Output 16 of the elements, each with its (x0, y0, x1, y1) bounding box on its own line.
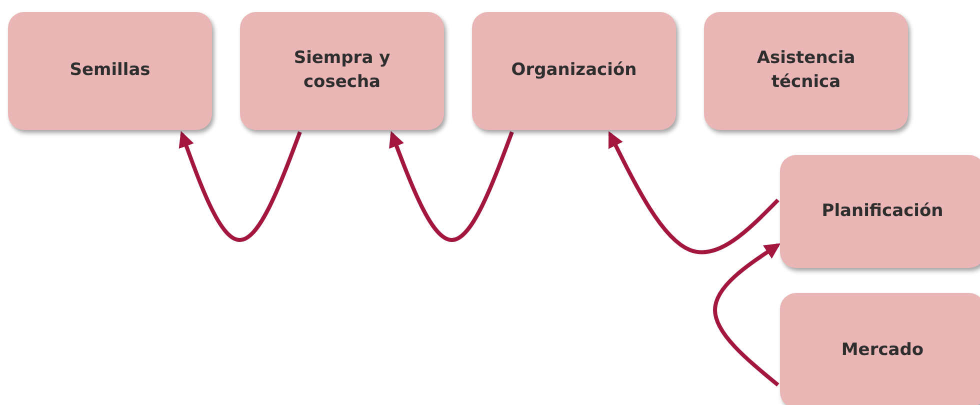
process-box (240, 12, 444, 130)
process-box (704, 12, 908, 130)
process-box (780, 293, 980, 405)
process-box (8, 12, 212, 130)
box-label: Semillas (70, 59, 150, 82)
box-label: Asistencia técnica (756, 47, 856, 94)
box-label: Organización (511, 59, 637, 82)
curved-arrow (178, 131, 302, 242)
box-label: Planificación (822, 200, 944, 223)
curved-arrow (608, 131, 780, 254)
curved-arrow (713, 243, 781, 387)
box-label: Siempra y cosecha (292, 47, 392, 94)
process-box (472, 12, 676, 130)
box-label: Mercado (841, 338, 924, 362)
curved-arrow (389, 131, 514, 242)
process-box (780, 155, 980, 268)
